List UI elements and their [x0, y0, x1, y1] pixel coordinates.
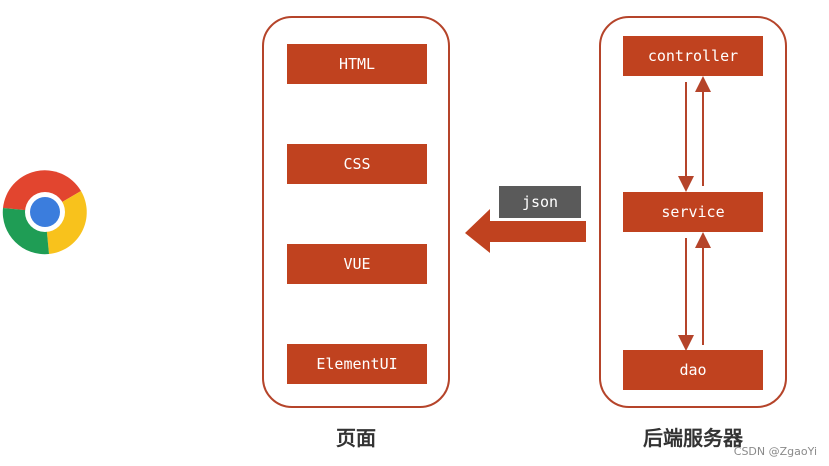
- backend-layer-dao: dao: [623, 350, 763, 390]
- frontend-label: 页面: [336, 426, 376, 450]
- frontend-item-css: CSS: [287, 144, 427, 184]
- backend-label: 后端服务器: [643, 426, 743, 450]
- watermark: CSDN @ZgaoYi: [733, 445, 817, 458]
- json-tag: json: [499, 186, 581, 218]
- backend-layer-controller: controller: [623, 36, 763, 76]
- frontend-item-vue: VUE: [287, 244, 427, 284]
- frontend-item-html: HTML: [287, 44, 427, 84]
- frontend-item-elementui: ElementUI: [287, 344, 427, 384]
- backend-layer-service: service: [623, 192, 763, 232]
